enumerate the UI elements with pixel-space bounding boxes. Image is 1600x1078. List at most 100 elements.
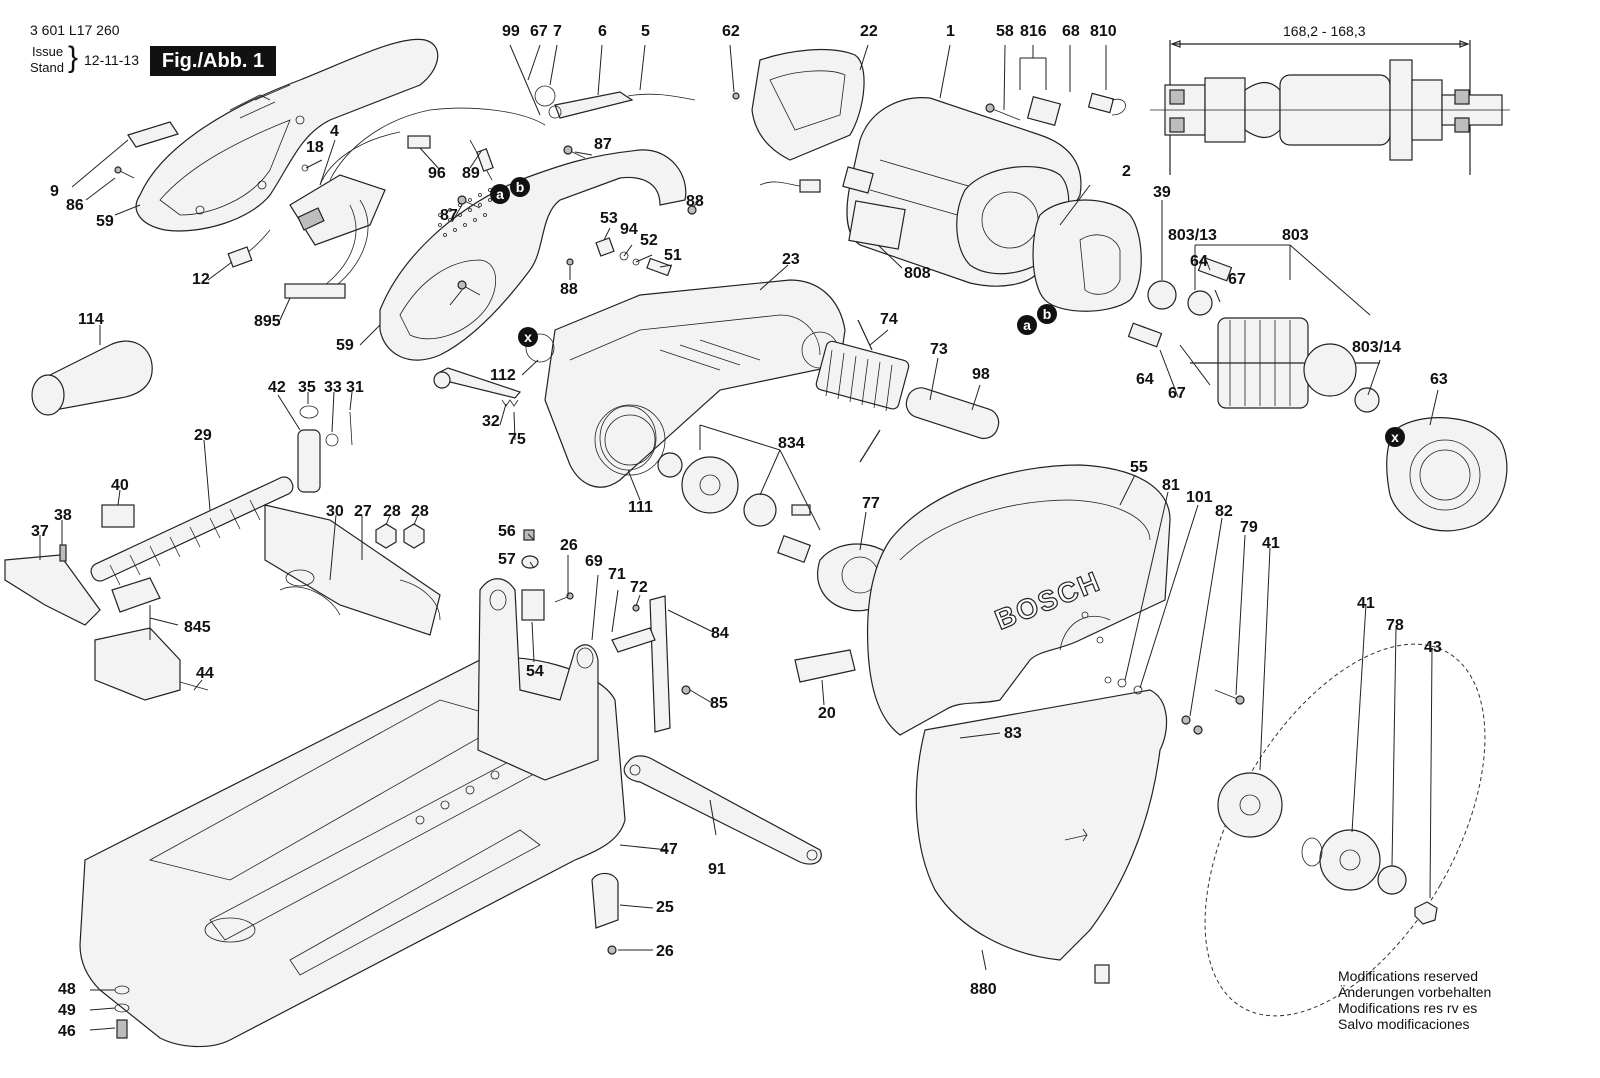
lock-lever-part xyxy=(433,367,522,407)
note-es: Salvo modificaciones xyxy=(1338,1016,1470,1032)
callout-96: 96 xyxy=(428,165,446,182)
leader-lines xyxy=(39,44,1439,1031)
callout-39: 39 xyxy=(1153,184,1171,201)
armature-part xyxy=(1127,256,1380,413)
issue-date: 12-11-13 xyxy=(84,52,140,68)
callout-46: 46 xyxy=(58,1023,76,1040)
callout-25: 25 xyxy=(656,899,674,916)
callout-18: 18 xyxy=(306,139,324,156)
callout-54: 54 xyxy=(526,663,544,680)
lower-guard-part xyxy=(915,689,1168,984)
svg-text:a: a xyxy=(1023,317,1031,333)
handle-cover-part xyxy=(135,38,439,232)
callout-63: 63 xyxy=(1430,371,1448,388)
callout-33: 33 xyxy=(324,379,342,396)
callout-112: 112 xyxy=(490,367,516,384)
arm-91-part xyxy=(623,755,822,865)
callout-41-top: 41 xyxy=(1262,535,1280,552)
callout-67-low: 67 xyxy=(1168,385,1186,402)
callout-89: 89 xyxy=(462,165,480,182)
callout-48: 48 xyxy=(58,981,76,998)
callout-87-top: 87 xyxy=(594,136,612,153)
motor-housing-part xyxy=(846,97,1082,287)
motor-cross-section xyxy=(1150,40,1510,175)
callout-810: 810 xyxy=(1090,23,1117,40)
callout-42: 42 xyxy=(268,379,286,396)
o-ring-112-part xyxy=(525,333,555,363)
callout-895: 895 xyxy=(254,313,281,330)
callout-5: 5 xyxy=(641,23,650,40)
callout-808: 808 xyxy=(904,265,931,282)
callout-88-top: 88 xyxy=(686,193,704,210)
callout-56: 56 xyxy=(498,523,516,540)
callout-26-mid: 26 xyxy=(560,537,578,554)
svg-text:a: a xyxy=(496,186,504,202)
callout-78: 78 xyxy=(1386,617,1404,634)
callout-4: 4 xyxy=(330,123,339,140)
callout-91: 91 xyxy=(708,861,726,878)
callout-803: 803 xyxy=(1282,227,1309,244)
label-20-part xyxy=(794,649,856,683)
callout-59-top: 59 xyxy=(96,213,114,230)
callout-67: 67 xyxy=(530,23,548,40)
callout-67-top: 67 xyxy=(1228,271,1246,288)
callout-81: 81 xyxy=(1162,477,1180,494)
callout-86: 86 xyxy=(66,197,84,214)
callout-41-low: 41 xyxy=(1357,595,1375,612)
callout-20: 20 xyxy=(818,705,836,722)
callout-73: 73 xyxy=(930,341,948,358)
callout-43: 43 xyxy=(1424,639,1442,656)
callout-74: 74 xyxy=(880,311,898,328)
callout-99: 99 xyxy=(502,23,520,40)
callout-64-low: 64 xyxy=(1136,371,1154,388)
callout-49: 49 xyxy=(58,1002,76,1019)
callout-98: 98 xyxy=(972,366,990,383)
guide-plate-part xyxy=(611,595,691,733)
callout-803-14: 803/14 xyxy=(1352,339,1401,356)
callout-52: 52 xyxy=(640,232,658,249)
callout-47: 47 xyxy=(660,841,678,858)
stand-label: Stand xyxy=(30,60,64,75)
switch-assembly-part xyxy=(227,107,546,299)
connector-marks: a b a b x x xyxy=(490,177,1405,447)
gear-housing-part xyxy=(544,279,846,488)
callout-68: 68 xyxy=(1062,23,1080,40)
mount-bracket-part xyxy=(477,578,599,781)
motor-cover-part xyxy=(751,48,865,161)
callout-845: 845 xyxy=(184,619,211,636)
brace: } xyxy=(68,41,79,74)
callout-32: 32 xyxy=(482,413,500,430)
guard-screws-part xyxy=(1117,678,1245,735)
screw-58-part xyxy=(985,103,1021,121)
callout-64-top: 64 xyxy=(1190,253,1208,270)
callout-71: 71 xyxy=(608,566,626,583)
note-en: Modifications reserved xyxy=(1338,968,1479,984)
callout-57: 57 xyxy=(498,551,516,568)
svg-text:x: x xyxy=(1391,429,1399,445)
power-cable-part xyxy=(534,85,696,119)
callout-2: 2 xyxy=(1122,163,1131,180)
callout-22: 22 xyxy=(860,23,878,40)
fan-guard-part xyxy=(1386,417,1508,532)
small-parts-53-51-part xyxy=(566,205,697,277)
callout-84: 84 xyxy=(711,625,729,642)
svg-text:x: x xyxy=(524,329,532,345)
foot-25-part xyxy=(591,872,619,955)
cutting-wheel-part xyxy=(1204,643,1486,1017)
callout-44: 44 xyxy=(196,665,214,682)
screw-62-part xyxy=(732,92,740,100)
callout-55: 55 xyxy=(1130,459,1148,476)
issue-label: Issue xyxy=(32,44,64,59)
callout-6: 6 xyxy=(598,23,607,40)
callout-83: 83 xyxy=(1004,725,1022,742)
wheel-guard-part xyxy=(866,464,1171,736)
callout-79: 79 xyxy=(1240,519,1258,536)
callout-69: 69 xyxy=(585,553,603,570)
callout-94: 94 xyxy=(620,221,638,238)
note-de: Änderungen vorbehalten xyxy=(1338,984,1492,1000)
callout-7: 7 xyxy=(553,23,562,40)
svg-text:b: b xyxy=(516,179,525,195)
callout-35: 35 xyxy=(298,379,316,396)
callout-82: 82 xyxy=(1215,503,1233,520)
